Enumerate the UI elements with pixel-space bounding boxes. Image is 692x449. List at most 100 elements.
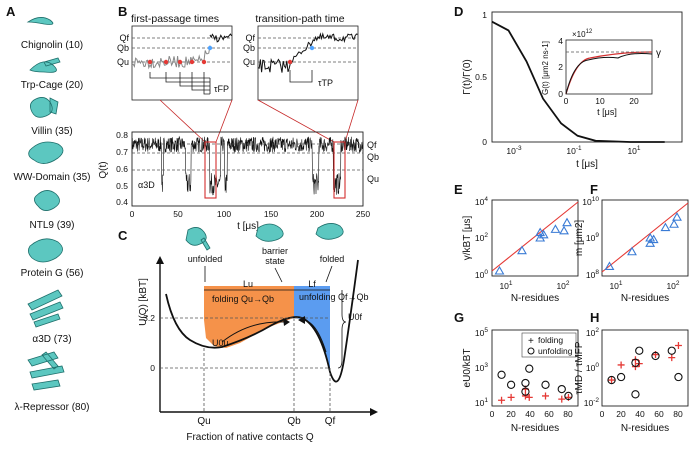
folding-arrow-head: [283, 318, 290, 326]
data-point-triangle: [562, 217, 572, 227]
data-point-triangle: [550, 224, 561, 233]
data-point-triangle: [669, 219, 679, 228]
xtick: 0: [600, 409, 605, 419]
fp-marker: [147, 59, 153, 65]
folding-region: [204, 286, 294, 348]
plot-frame: [131, 131, 364, 207]
protein-structure-icon: [27, 351, 65, 391]
data-point-unfolding: [521, 378, 530, 388]
xtick: 40: [525, 409, 535, 419]
x-axis-label: N-residues: [621, 293, 669, 304]
xtick: 20: [506, 409, 516, 419]
data-point-triangle: [559, 225, 569, 235]
protein-structure-icon: [28, 238, 63, 263]
data-point-unfolding: [497, 370, 506, 379]
ytick: 109: [586, 232, 599, 243]
data-point-triangle: [627, 246, 637, 256]
data-point-unfolding: [521, 387, 530, 396]
plot-frame: [491, 329, 579, 407]
state-unfolded: unfolded: [188, 254, 223, 264]
zoom-box-left: [204, 141, 217, 199]
data-point-folding: [507, 393, 515, 401]
protein-structure-icon: [26, 17, 54, 25]
ytick: 3.2: [143, 313, 155, 323]
lf-label: Lf: [308, 279, 316, 289]
legend-unfolding-marker: [527, 347, 535, 355]
xtick: 102: [666, 280, 679, 291]
y-axis-label: eU0/kBT: [462, 349, 473, 388]
mass-scaling-plot: 108 109 1010 101 102 N-residues m [μm2]: [574, 196, 689, 304]
data-point-unfolding: [557, 384, 566, 394]
state-barrier: barrier: [262, 246, 288, 256]
label-qb: Qb: [243, 43, 255, 53]
data-point-triangle: [494, 265, 505, 275]
fp-brackets: [149, 72, 211, 95]
tau-fp: τFP: [214, 84, 229, 94]
xtick: 100: [217, 209, 231, 219]
zoom-lines-right: [257, 99, 359, 143]
legend-folding: folding: [538, 335, 563, 345]
inset-right-title: transition-path time: [255, 13, 344, 25]
data-point-folding: [668, 354, 676, 362]
panel-label-f: F: [590, 182, 598, 197]
xtick-qb: Qb: [287, 416, 301, 427]
x-axis-label: N-residues: [511, 423, 559, 434]
x-axis-label: t [μs]: [576, 159, 598, 170]
state-folded: folded: [320, 254, 345, 264]
folding-label: folding Qu→Qb: [212, 294, 274, 304]
fit-line: [601, 202, 689, 273]
label-qu: Qu: [243, 57, 255, 67]
friction-scaling-plot: 100 102 104 101 102 N-residues γ/kBT [μs…: [462, 196, 579, 304]
unfolding-region: [294, 286, 330, 370]
protein-label: α3D (73): [32, 334, 71, 345]
ytick: 100: [475, 269, 488, 280]
data-point-triangle: [648, 234, 659, 244]
ytick: 105: [475, 327, 488, 338]
panel-label-e: E: [454, 182, 463, 197]
ytick: 0.4: [116, 197, 128, 207]
ytick: 0.5: [475, 72, 487, 82]
label-qf: Qf: [245, 33, 255, 43]
label-qf: Qf: [119, 33, 129, 43]
data-point-unfolding: [616, 372, 626, 382]
arrival-marker: [207, 45, 213, 51]
plot-frame: [601, 329, 689, 407]
data-point-folding: [617, 361, 625, 369]
ytick: 100: [586, 362, 599, 373]
energy-landscape: Lu Lf folding Qu→Qb unfolding Qf→Qb U0u …: [138, 223, 378, 443]
data-point-unfolding: [564, 391, 573, 401]
xtick: 200: [310, 209, 324, 219]
data-point-unfolding: [506, 380, 516, 389]
data-point-folding: [542, 392, 550, 400]
xtick: 60: [544, 409, 554, 419]
y-axis-label: Q(t): [98, 161, 109, 178]
data-point-folding: [521, 392, 529, 400]
label-qb: Qb: [367, 152, 379, 162]
fp-marker: [177, 59, 183, 65]
y-axis-arrow: [156, 256, 164, 264]
xtick: 250: [356, 209, 370, 219]
xtick-qu: Qu: [197, 416, 210, 427]
xtick: 80: [563, 409, 573, 419]
tp-bracket: [289, 70, 313, 83]
ytick: 0: [150, 363, 155, 373]
trajectory: [257, 32, 358, 73]
barrier-plot: + folding unfolding 101 103 105 0 20 40 …: [462, 327, 579, 434]
state-pointer-lines: [204, 265, 333, 283]
data-point-folding: [558, 395, 566, 403]
xtick: 102: [556, 280, 569, 291]
ytick: 0.8: [116, 130, 128, 140]
data-point-unfolding: [674, 372, 683, 382]
protein-structure-icon: [27, 289, 64, 328]
inset-left-title: first-passage times: [131, 13, 219, 25]
data-point-unfolding: [667, 346, 676, 355]
ytick: 101: [475, 397, 488, 408]
y-axis-label: U(Q) [kBT]: [138, 278, 149, 326]
y-axis-label: τMD / τMFP: [574, 341, 585, 394]
tp-end-marker: [309, 45, 315, 51]
fp-marker: [189, 59, 195, 65]
trace-protein-label: α3D: [138, 180, 155, 190]
data-point-unfolding: [651, 351, 660, 361]
data-point-folding: [608, 376, 616, 384]
q-trajectory-plot: Qf Qb Qu α3D 0.8 0.7 0.6 0.5 0.4 0 50 10…: [98, 130, 379, 232]
